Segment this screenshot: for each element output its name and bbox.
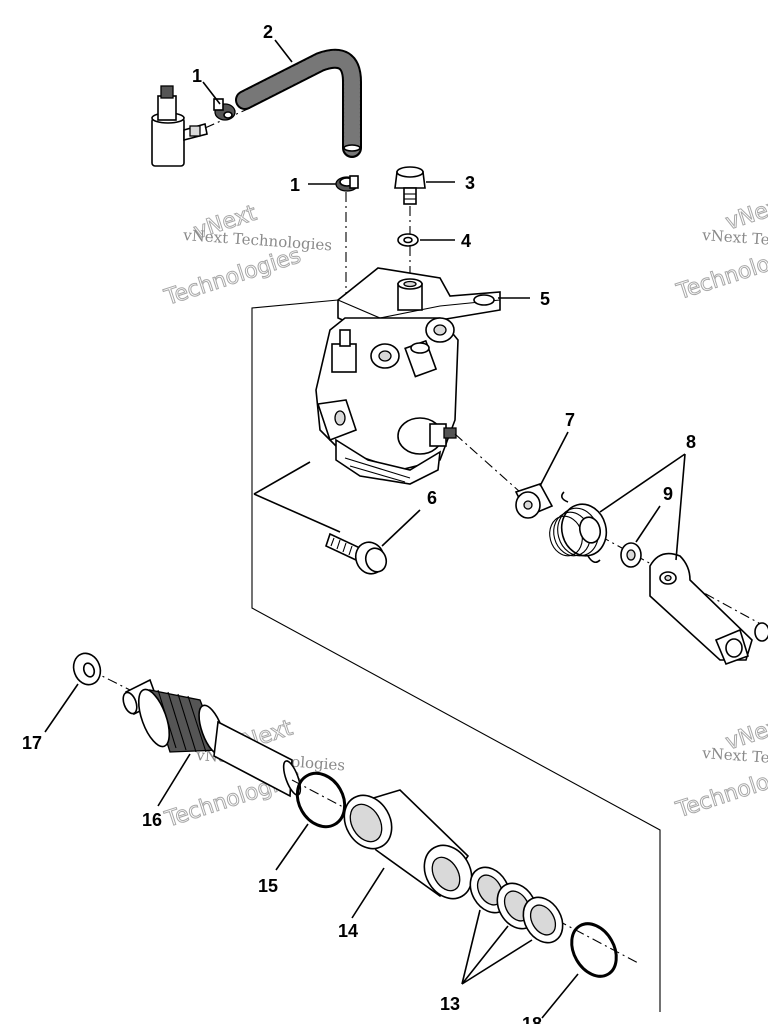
shaft-o-ring	[295, 771, 347, 829]
callout-4: 4	[461, 231, 471, 251]
end-o-ring	[570, 922, 618, 978]
callout-14: 14	[338, 921, 358, 941]
callout-16: 16	[142, 810, 162, 830]
fuel-fitting	[151, 85, 208, 167]
svg-text:Technologies: Technologies	[161, 243, 304, 311]
watermark-text-bottom-right: vNext Te	[701, 744, 768, 767]
callout-3: 3	[465, 173, 475, 193]
drive-spacer	[514, 483, 554, 519]
shaft-washer	[620, 542, 642, 568]
callout-5: 5	[540, 289, 550, 309]
fuel-line-hose	[235, 48, 362, 158]
sealing-washer	[397, 233, 419, 247]
callout-15: 15	[258, 876, 278, 896]
watermark-text-top-right: vNext Te	[701, 226, 768, 249]
callout-13: 13	[440, 994, 460, 1014]
watermark-top-left: vNext vNext Technologies Technologies	[160, 200, 333, 311]
callout-labels: 1 2 1 3 4 5 6 7 8 9 17 16 15 14 13 18	[22, 22, 696, 1024]
oil-pump-body	[315, 267, 501, 485]
watermark-text-top-left: vNext Technologies	[182, 226, 333, 254]
mounting-bolt	[325, 532, 388, 575]
callout-17: 17	[22, 733, 42, 753]
callout-18: 18	[522, 1014, 542, 1024]
drive-gear-shaft	[122, 678, 302, 798]
callout-7: 7	[565, 410, 575, 430]
shaft-bushing	[343, 789, 473, 900]
callout-1-lower: 1	[290, 175, 300, 195]
assembly-frame	[251, 299, 661, 1012]
svg-text:Technolo: Technolo	[673, 770, 768, 824]
return-spring	[549, 491, 608, 564]
hose-clamp-lower	[335, 175, 359, 192]
watermark-bottom-right: vNext vNext Te Technolo	[672, 711, 768, 824]
callout-6: 6	[427, 488, 437, 508]
svg-text:Technolo: Technolo	[673, 251, 768, 305]
callout-2: 2	[263, 22, 273, 42]
hose-clamp-upper	[213, 98, 236, 121]
callout-8: 8	[686, 432, 696, 452]
shim-washers	[469, 866, 564, 944]
callout-9: 9	[663, 484, 673, 504]
callout-1-upper: 1	[192, 66, 202, 86]
bleed-screw	[394, 166, 426, 205]
control-lever	[649, 552, 768, 666]
leader-lines	[44, 39, 686, 1019]
watermark-top-right: vNext vNext Te Technolo	[673, 191, 768, 306]
gear-washer	[72, 652, 102, 686]
